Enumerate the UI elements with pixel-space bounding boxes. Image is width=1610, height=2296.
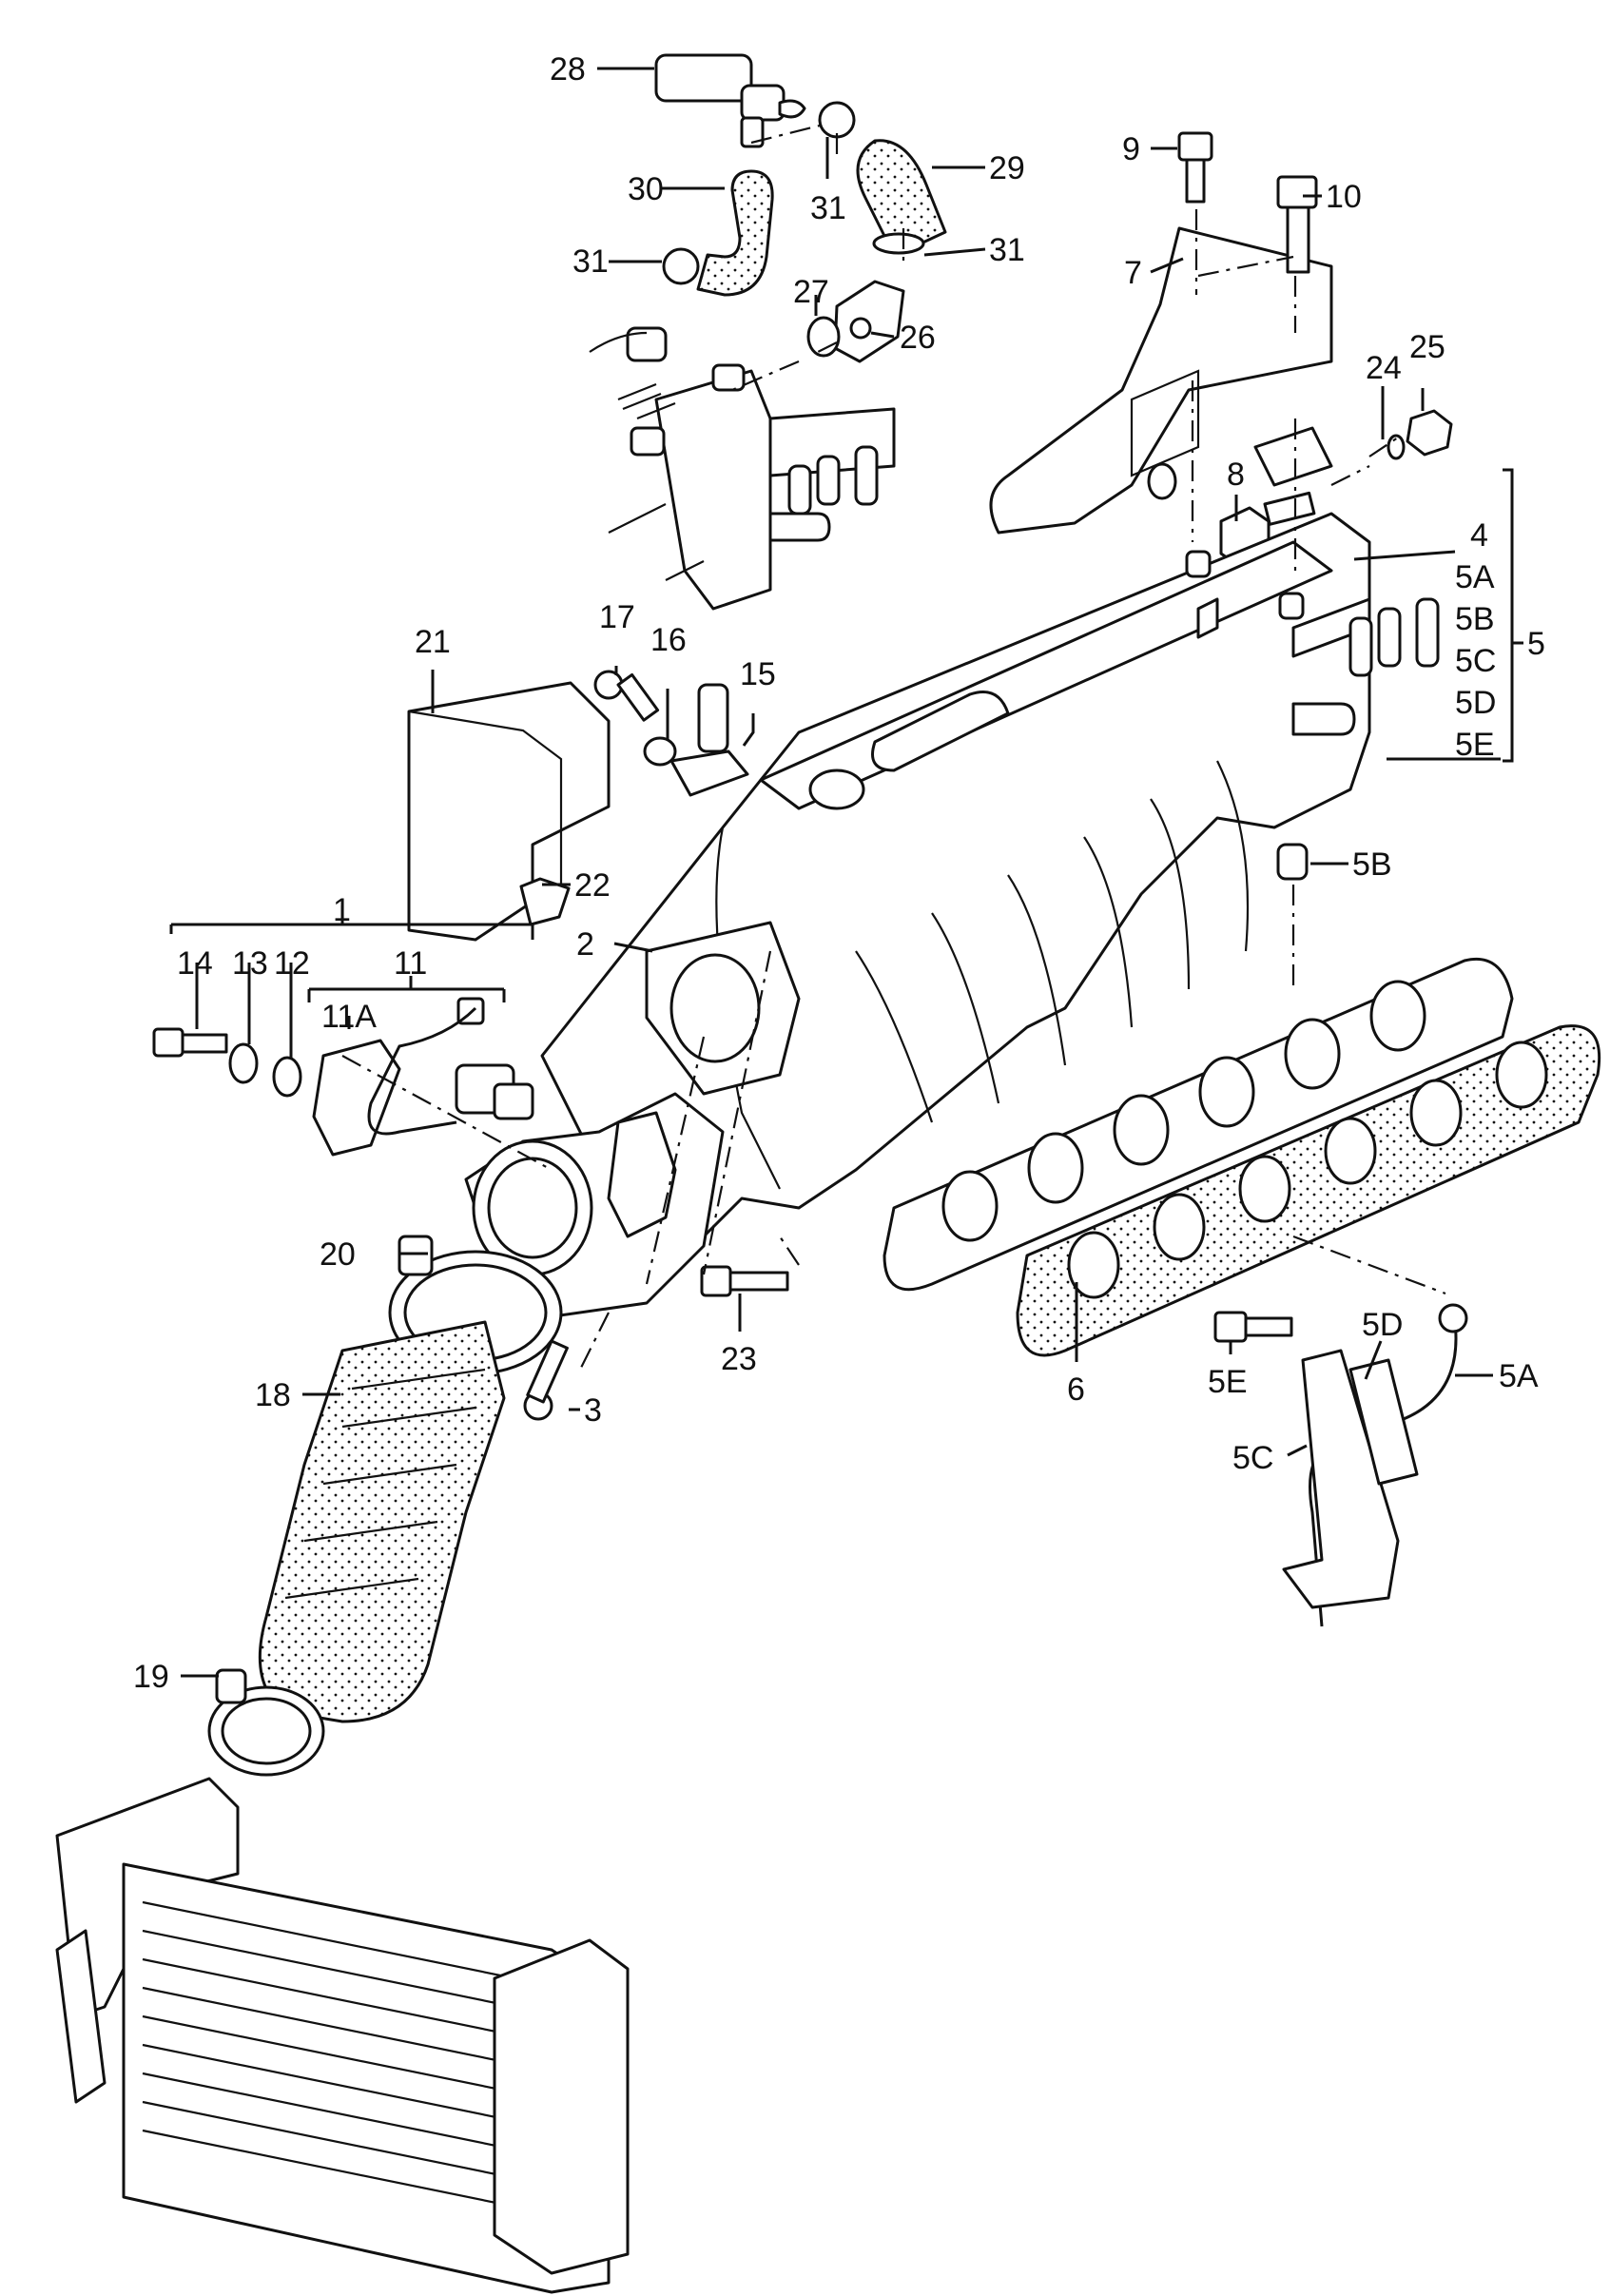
- label-5D: 5D: [1455, 685, 1496, 721]
- boost-hose-18: [258, 1320, 506, 1723]
- label-11: 11: [394, 945, 427, 982]
- label-27: 27: [793, 274, 829, 310]
- label-11A: 11A: [321, 999, 377, 1035]
- label-29: 29: [989, 150, 1025, 186]
- label-23: 23: [721, 1341, 757, 1377]
- label-14: 14: [177, 945, 213, 982]
- clip-22: [519, 877, 571, 926]
- label-5E-bracket: 5E: [1208, 1364, 1248, 1400]
- hose-30: [696, 169, 774, 297]
- vacuum-valve-28: [654, 53, 806, 148]
- hose-29: [856, 139, 947, 249]
- label-31-right: 31: [989, 232, 1025, 268]
- grommet-5B: [1276, 843, 1309, 881]
- bolt-3: [523, 1339, 569, 1421]
- label-5C-bracket: 5C: [1232, 1440, 1273, 1476]
- label-26: 26: [900, 320, 936, 356]
- bracket-5C: [1282, 1349, 1400, 1609]
- label-24: 24: [1366, 350, 1402, 386]
- label-17: 17: [599, 599, 635, 635]
- washer-13: [228, 1042, 259, 1084]
- label-22: 22: [574, 867, 611, 904]
- bolt-14: [152, 1027, 228, 1058]
- label-13: 13: [232, 945, 268, 982]
- valve-26: [833, 280, 905, 363]
- label-5E: 5E: [1455, 727, 1495, 763]
- label-5: 5: [1527, 626, 1545, 662]
- label-15: 15: [740, 656, 776, 692]
- label-3: 3: [584, 1392, 602, 1429]
- label-16: 16: [650, 622, 687, 658]
- bracket-5D: [1348, 1358, 1419, 1486]
- cover-21: [407, 681, 611, 942]
- label-31-top: 31: [810, 190, 846, 226]
- leader-lines: [169, 67, 1523, 1678]
- label-1: 1: [333, 892, 351, 928]
- label-31-left: 31: [572, 243, 609, 280]
- label-20: 20: [320, 1236, 356, 1273]
- label-5C: 5C: [1455, 643, 1496, 679]
- label-19: 19: [133, 1659, 169, 1695]
- label-5B: 5B: [1455, 601, 1495, 637]
- label-18: 18: [255, 1377, 291, 1413]
- wiring-11: [367, 1006, 477, 1136]
- label-5A-pipe: 5A: [1499, 1358, 1539, 1394]
- label-9: 9: [1122, 131, 1140, 167]
- washer-16: [643, 736, 677, 767]
- clamp-19: [207, 1668, 325, 1777]
- upper-vacuum-manifold: [589, 326, 896, 611]
- label-5A: 5A: [1455, 559, 1495, 595]
- label-25: 25: [1409, 329, 1445, 365]
- label-2: 2: [576, 926, 594, 963]
- label-28: 28: [550, 51, 586, 88]
- flange-runners: [883, 957, 1514, 1292]
- flange-gasket-2: [645, 921, 801, 1096]
- label-12: 12: [274, 945, 310, 982]
- washer-12: [272, 1056, 302, 1098]
- label-4: 4: [1470, 517, 1488, 554]
- label-21: 21: [415, 624, 451, 660]
- bolt-23: [700, 1265, 789, 1297]
- label-7: 7: [1124, 255, 1142, 291]
- intercooler: [55, 1777, 630, 2294]
- assembly-lines: [341, 122, 1446, 1371]
- injector-15: [669, 683, 749, 797]
- bolt-5E: [1213, 1311, 1293, 1343]
- label-6: 6: [1067, 1372, 1085, 1408]
- gasket-6: [1016, 1024, 1601, 1357]
- label-10: 10: [1326, 179, 1362, 215]
- label-5D-bracket: 5D: [1362, 1307, 1403, 1343]
- bolt-9: [1177, 131, 1213, 204]
- bracket-7: [989, 226, 1333, 535]
- label-30: 30: [628, 171, 664, 207]
- clamps-31: [662, 101, 925, 285]
- label-5B-grommet: 5B: [1352, 846, 1392, 883]
- washer-24-nut-25: [1387, 409, 1453, 460]
- bolt-17: [593, 670, 660, 722]
- label-8: 8: [1227, 457, 1245, 493]
